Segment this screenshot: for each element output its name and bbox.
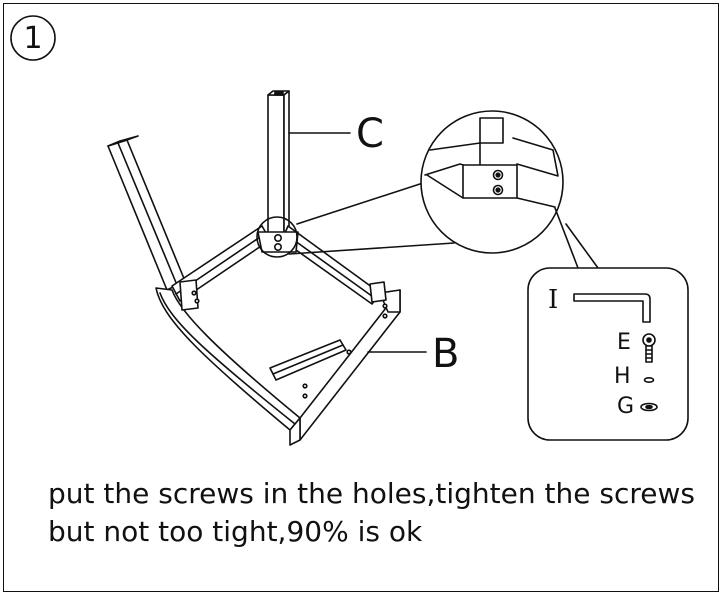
label-spacer: G <box>617 394 635 419</box>
label-bolt: E <box>617 330 631 355</box>
step-number: 1 <box>23 20 43 56</box>
label-part-b: B <box>432 331 460 377</box>
allen-wrench-icon <box>573 293 651 323</box>
step-frame <box>3 3 719 592</box>
label-washer: H <box>614 364 631 389</box>
rail-front-right <box>289 289 401 446</box>
instruction-line-1: put the screws in the holes,tighten the … <box>48 477 695 510</box>
leg-stub-left <box>179 279 199 311</box>
zoom-detail <box>420 110 564 254</box>
leg-stub-right <box>369 281 387 303</box>
step-number-circle <box>10 15 56 61</box>
rail-front-left <box>155 287 301 431</box>
label-wrench: I <box>548 285 559 315</box>
instruction-line-2: but not too tight,90% is ok <box>48 515 423 548</box>
leg-left-back <box>107 135 186 291</box>
bolt-icon <box>642 333 656 363</box>
label-part-c: C <box>356 111 384 157</box>
washer-icon <box>643 376 655 383</box>
leg-c <box>267 90 290 237</box>
cross-brace <box>269 339 347 381</box>
rail-holes <box>191 290 388 399</box>
zoom-source-circle <box>256 216 298 258</box>
corner-bracket <box>257 231 299 253</box>
spacer-icon <box>640 402 658 412</box>
